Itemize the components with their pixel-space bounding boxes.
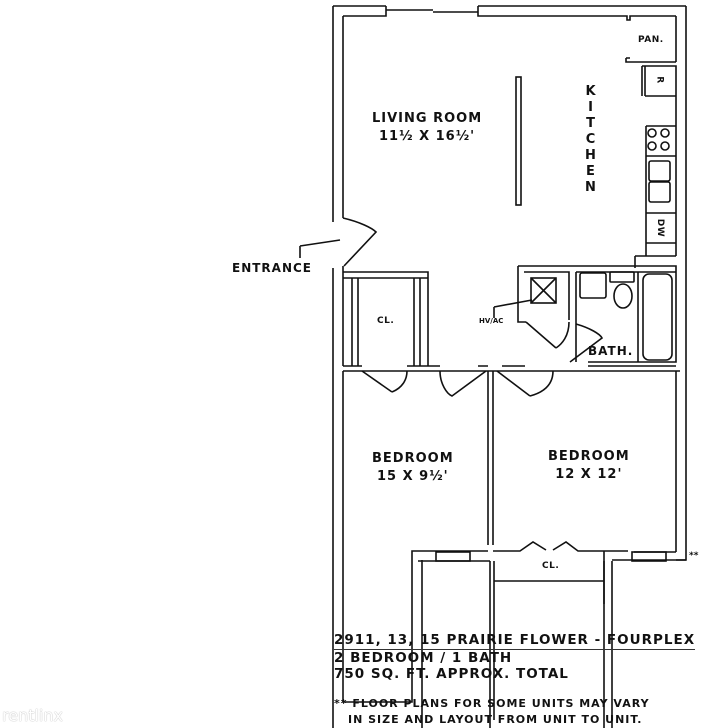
kitchen-label: KITCHEN — [585, 84, 597, 195]
room-name: BEDROOM — [548, 449, 630, 464]
room-dimensions: 11½ X 16½' — [379, 129, 476, 144]
room-dimensions: 12 X 12' — [555, 467, 623, 482]
bedroom-1-label: BEDROOM 15 X 9½' — [372, 450, 454, 486]
living-room-label: LIVING ROOM 11½ X 16½' — [372, 110, 482, 146]
bedroom-closet-label: CL. — [542, 561, 560, 571]
pantry-label: PAN. — [638, 35, 664, 45]
hall-closet-label: CL. — [377, 316, 395, 326]
refrigerator-text: R — [654, 76, 665, 84]
area-line: 750 SQ. FT. APPROX. TOTAL — [334, 666, 569, 682]
entrance-label: ENTRANCE — [232, 261, 312, 275]
room-name: BEDROOM — [372, 451, 454, 466]
hvac-label: HV/AC — [479, 317, 504, 325]
bedroom-2-label: BEDROOM 12 X 12' — [548, 448, 630, 484]
dishwasher-label: DW — [651, 219, 669, 237]
bath-label: BATH. — [588, 344, 634, 358]
address-line: 2911, 13, 15 PRAIRIE FLOWER - FOURPLEX — [334, 632, 696, 650]
note-line-2: IN SIZE AND LAYOUT FROM UNIT TO UNIT. — [348, 713, 643, 726]
layout-line: 2 BEDROOM / 1 BATH — [334, 650, 513, 666]
variance-marker: ** — [689, 551, 699, 561]
refrigerator-label: R — [654, 75, 665, 85]
room-dimensions: 15 X 9½' — [376, 469, 449, 484]
watermark: rentlinx — [2, 706, 63, 725]
note-line-1: ** FLOOR PLANS FOR SOME UNITS MAY VARY — [334, 697, 650, 710]
room-name: LIVING ROOM — [372, 111, 483, 126]
dishwasher-text: DW — [655, 218, 666, 238]
